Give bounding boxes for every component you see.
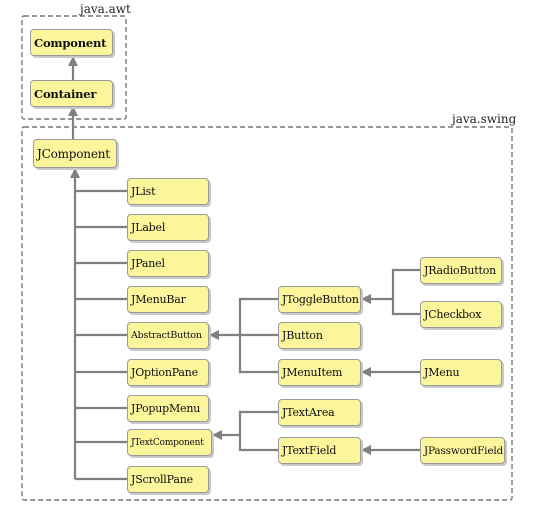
node-jlist: JList	[127, 178, 209, 205]
edge-jtogglebutton-bracket	[391, 268, 420, 316]
node-jtextfield: JTextField	[278, 437, 361, 464]
node-jradiobutton: JRadioButton	[420, 257, 502, 284]
node-jpopupmenu: JPopupMenu	[127, 395, 209, 422]
node-jlabel: JLabel	[127, 214, 209, 241]
node-jpanel: JPanel	[127, 250, 209, 277]
node-jmenubar: JMenuBar	[127, 286, 209, 313]
node-jtogglebutton: JToggleButton	[278, 286, 361, 313]
edge-jtextcomponent-bracket	[238, 410, 278, 452]
java-swing-group-box	[21, 126, 513, 501]
node-joptionpane: JOptionPane	[127, 359, 209, 386]
node-jmenu: JMenu	[420, 359, 502, 386]
node-jtextcomponent: JTextComponent	[127, 429, 212, 456]
node-container: Container	[30, 80, 113, 107]
node-jcomponent: JComponent	[33, 139, 117, 168]
node-jbutton: JButton	[278, 322, 361, 349]
java-awt-group-box	[21, 15, 127, 120]
node-jscrollpane: JScrollPane	[127, 466, 209, 493]
group-label-java-swing: java.swing	[452, 112, 517, 126]
group-label-java-awt: java.awt	[80, 2, 131, 16]
node-jmenuitem: JMenuItem	[278, 359, 361, 386]
node-jcheckbox: JCheckbox	[420, 301, 502, 328]
node-component: Component	[30, 29, 113, 56]
node-jtextarea: JTextArea	[278, 399, 361, 426]
node-jpasswordfield: JPasswordField	[420, 437, 505, 464]
node-abstractbutton: AbstractButton	[127, 322, 209, 349]
